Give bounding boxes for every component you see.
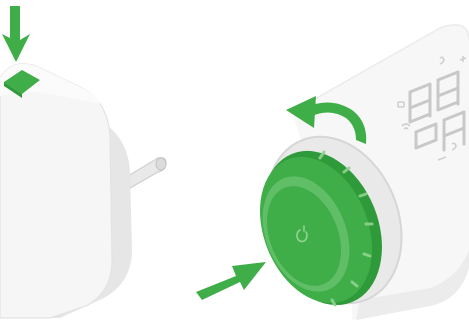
press-down-arrow-icon xyxy=(2,6,30,62)
plug-adapter xyxy=(0,6,166,318)
plug-prong xyxy=(128,158,166,188)
press-dial-arrow-icon xyxy=(196,262,266,300)
thermostat xyxy=(196,25,469,323)
